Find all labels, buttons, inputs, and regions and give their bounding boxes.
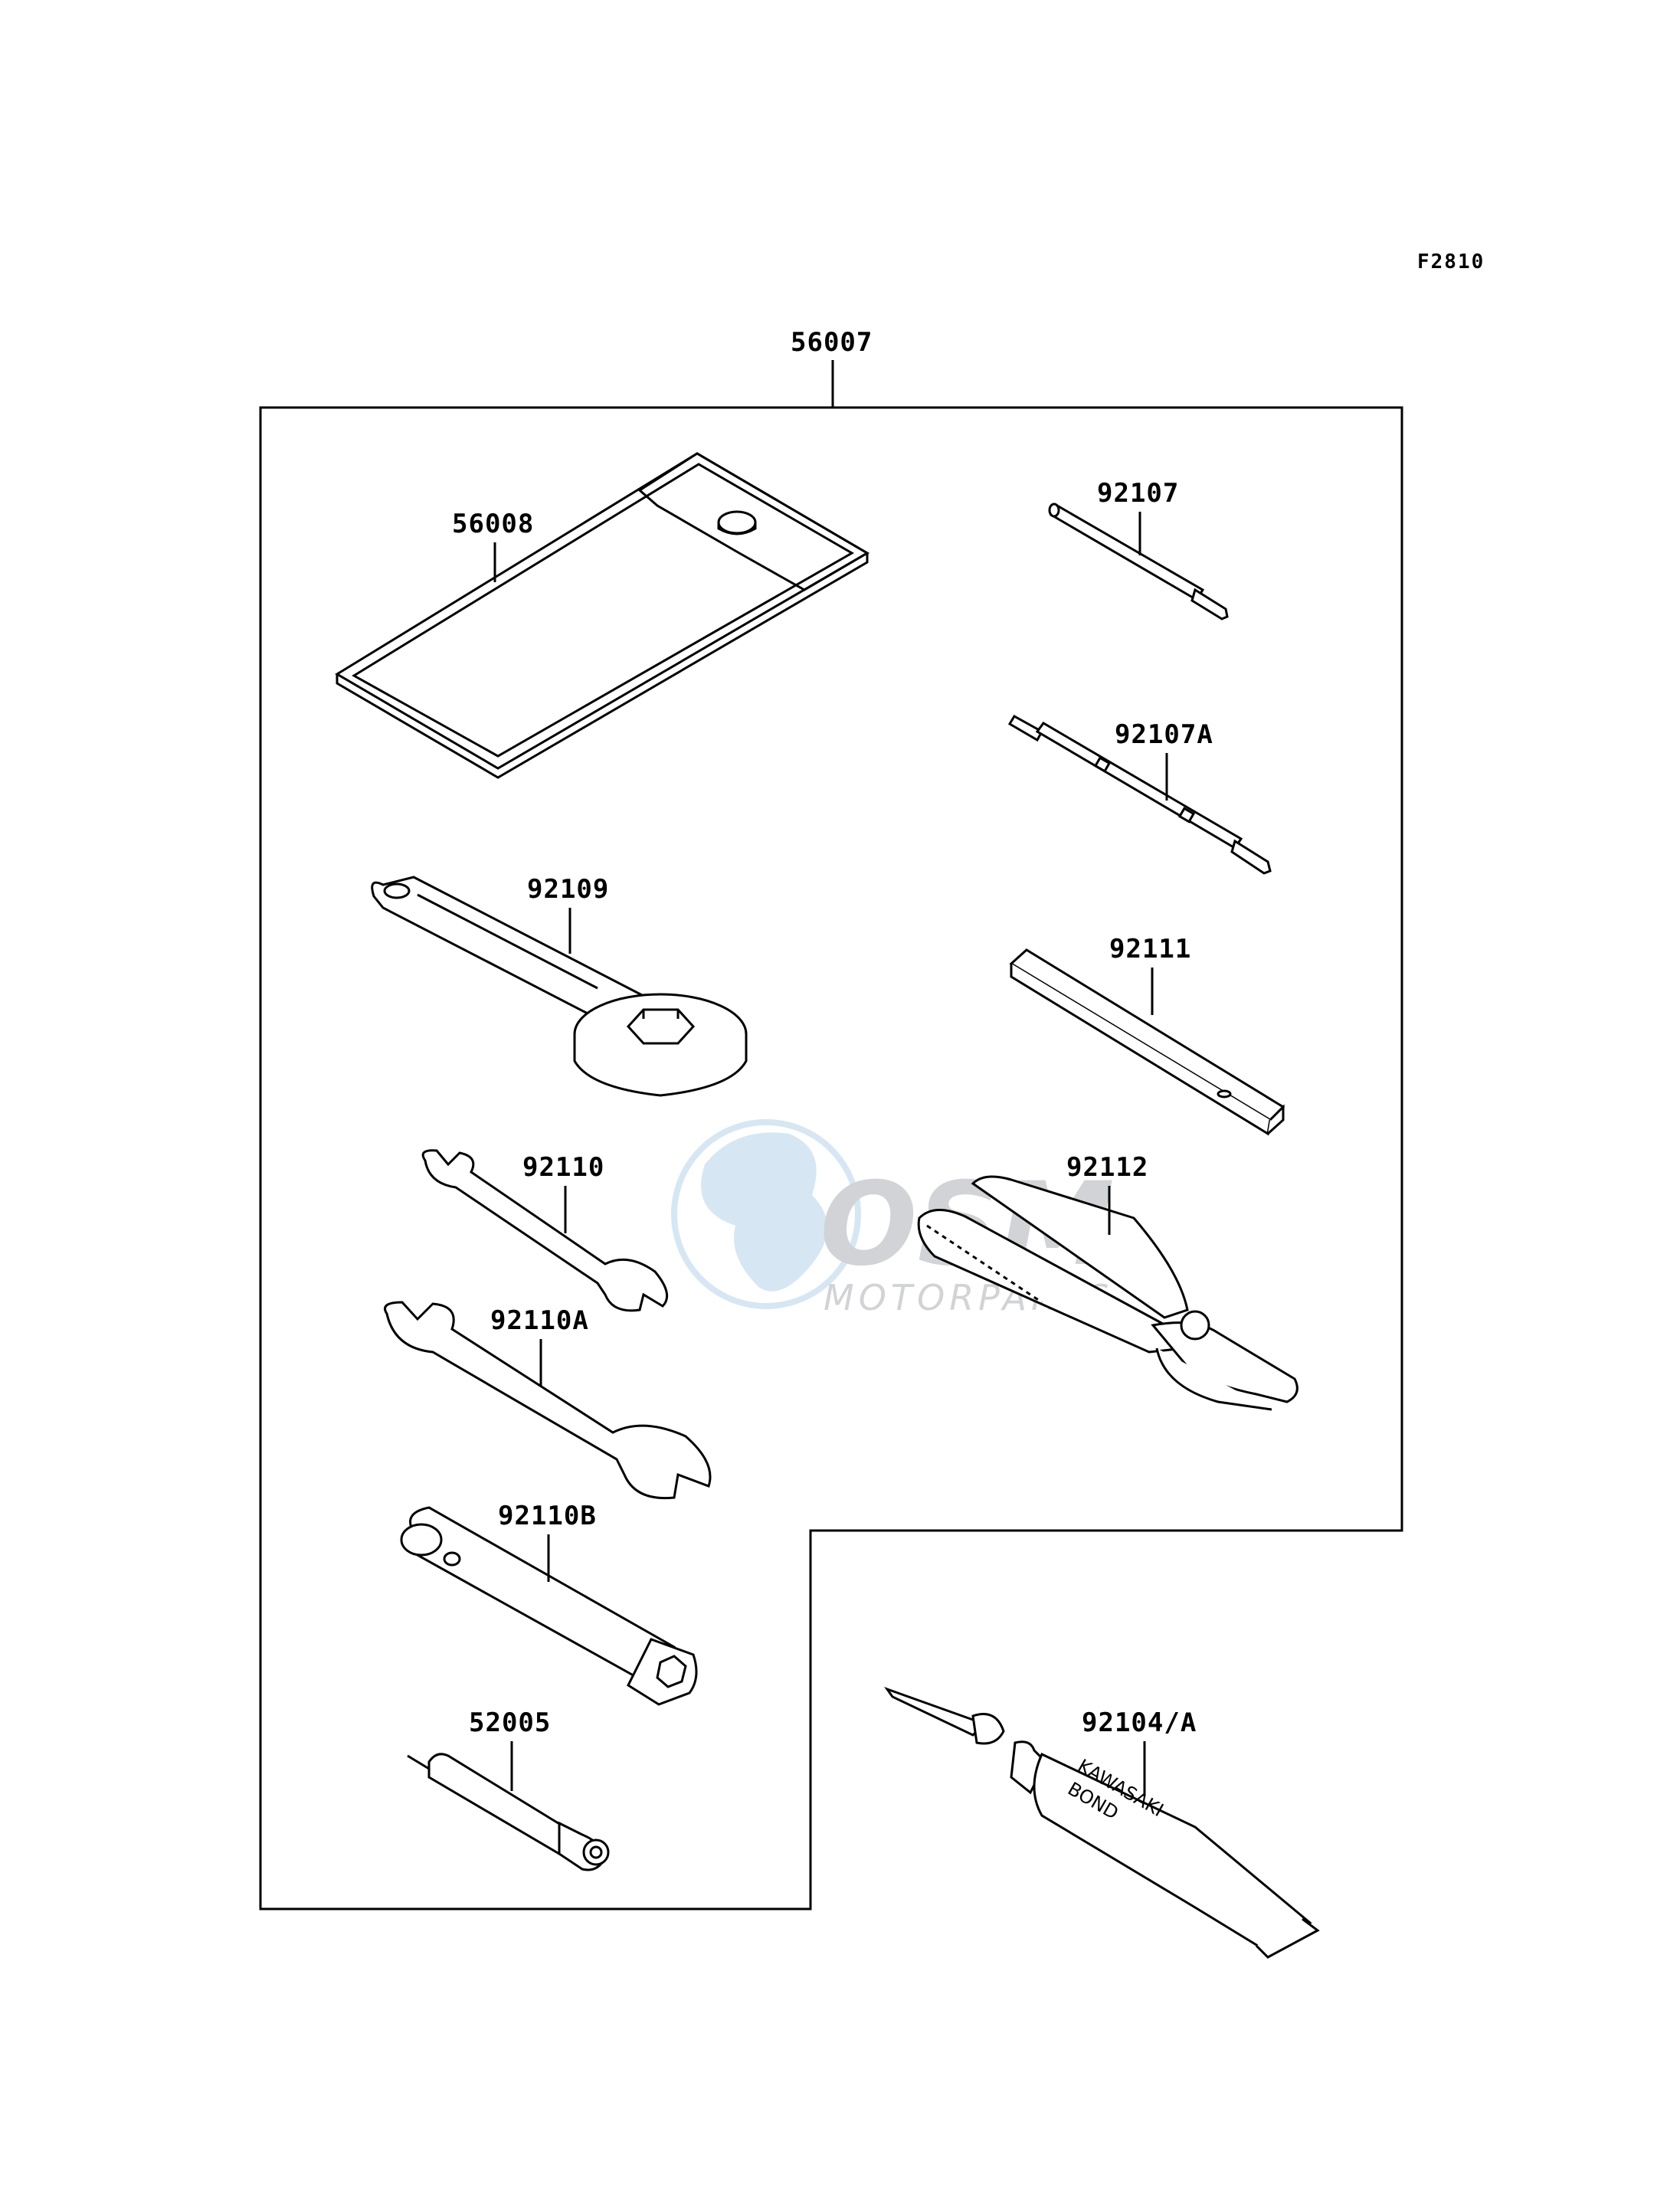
pliers-icon: [917, 1175, 1298, 1411]
bond-tube-icon: [884, 1687, 1320, 1959]
label-92110B: 92110B: [498, 1501, 597, 1531]
handle-bar-icon: [1009, 948, 1285, 1136]
label-92110A: 92110A: [490, 1305, 589, 1336]
spark-plug-socket-icon: [400, 1506, 698, 1706]
ring-wrench-icon: [371, 876, 748, 1097]
phillips-screwdriver-icon: [1048, 503, 1229, 620]
kit-label: 56007: [791, 327, 873, 358]
diagram-code: F2810: [1417, 250, 1485, 273]
kit-boundary: [259, 406, 1403, 1911]
tool-pouch-icon: [335, 452, 869, 779]
label-92107A: 92107A: [1115, 719, 1213, 750]
label-92104A: 92104/A: [1082, 1708, 1197, 1738]
label-92110: 92110: [522, 1152, 604, 1183]
label-92112: 92112: [1066, 1152, 1148, 1183]
label-92107: 92107: [1097, 478, 1179, 509]
label-52005: 52005: [469, 1708, 551, 1738]
label-92109: 92109: [527, 874, 609, 905]
combination-screwdriver-icon: [1007, 714, 1272, 875]
small-open-wrench-icon: [421, 1149, 669, 1312]
large-open-wrench-icon: [384, 1301, 712, 1500]
label-92111: 92111: [1109, 934, 1191, 964]
spoke-tool-icon: [407, 1753, 610, 1871]
label-56008: 56008: [452, 509, 534, 539]
